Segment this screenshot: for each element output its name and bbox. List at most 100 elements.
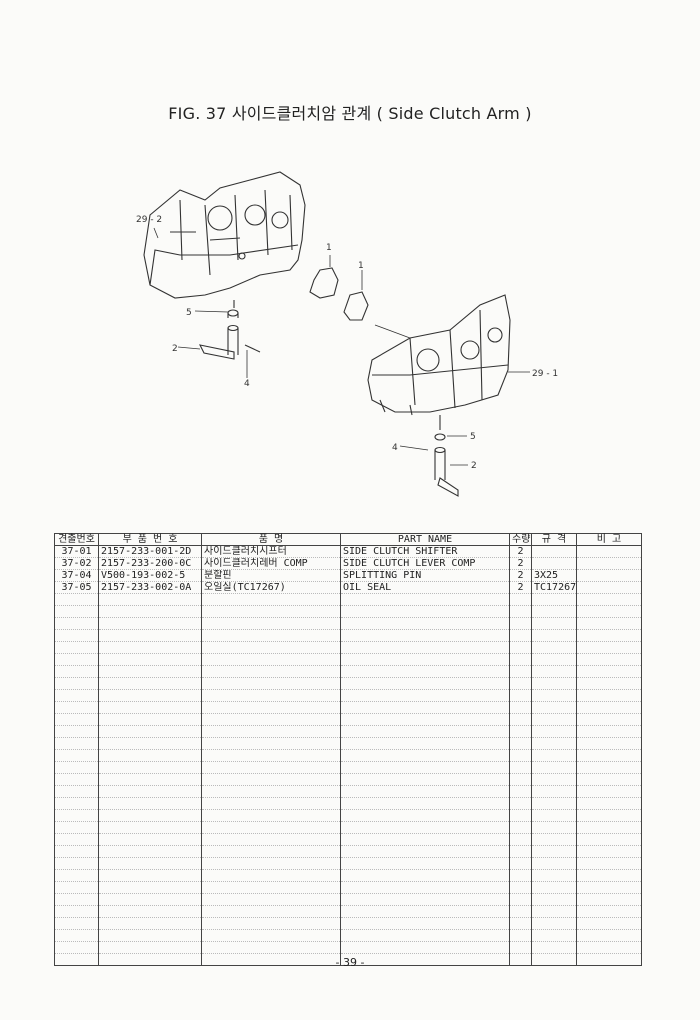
empty-cell bbox=[340, 725, 510, 738]
empty-cell bbox=[531, 749, 577, 762]
table-row-empty bbox=[54, 797, 642, 810]
empty-cell bbox=[531, 629, 577, 642]
housing-lower-right bbox=[367, 294, 511, 416]
lever-upper-left bbox=[199, 300, 261, 360]
table-row-empty bbox=[54, 617, 642, 630]
empty-cell bbox=[509, 593, 532, 606]
empty-cell bbox=[576, 725, 642, 738]
table-row-empty bbox=[54, 713, 642, 726]
empty-cell bbox=[54, 941, 99, 954]
empty-cell bbox=[54, 653, 99, 666]
empty-cell bbox=[340, 773, 510, 786]
empty-cell bbox=[576, 737, 642, 750]
empty-cell bbox=[509, 617, 532, 630]
empty-cell bbox=[98, 689, 202, 702]
empty-cell bbox=[531, 605, 577, 618]
empty-cell bbox=[340, 761, 510, 774]
empty-cell bbox=[509, 701, 532, 714]
empty-cell bbox=[98, 641, 202, 654]
cell-spec bbox=[531, 557, 577, 570]
empty-cell bbox=[576, 689, 642, 702]
empty-cell bbox=[54, 641, 99, 654]
empty-cell bbox=[340, 629, 510, 642]
cell-remark bbox=[576, 569, 642, 582]
table-row-empty bbox=[54, 749, 642, 762]
empty-cell bbox=[98, 701, 202, 714]
empty-cell bbox=[54, 725, 99, 738]
callout-1-upper: 1 bbox=[326, 243, 332, 253]
empty-cell bbox=[98, 941, 202, 954]
empty-cell bbox=[576, 929, 642, 942]
empty-cell bbox=[201, 629, 341, 642]
cell-qty: 2 bbox=[509, 581, 532, 594]
empty-cell bbox=[54, 617, 99, 630]
empty-cell bbox=[98, 893, 202, 906]
empty-cell bbox=[98, 761, 202, 774]
empty-cell bbox=[340, 929, 510, 942]
table-row-empty bbox=[54, 761, 642, 774]
empty-cell bbox=[201, 701, 341, 714]
shifter-parts bbox=[309, 267, 369, 321]
callout-labels: 29 - 2 1 1 5 2 4 29 - 1 4 5 2 bbox=[136, 215, 558, 471]
empty-cell bbox=[531, 701, 577, 714]
empty-cell bbox=[340, 665, 510, 678]
empty-cell bbox=[340, 677, 510, 690]
cell-part-no: 2157-233-002-0A bbox=[98, 581, 202, 594]
callout-4-upper: 4 bbox=[244, 379, 250, 389]
empty-cell bbox=[201, 857, 341, 870]
empty-cell bbox=[576, 653, 642, 666]
empty-cell bbox=[54, 737, 99, 750]
empty-cell bbox=[509, 653, 532, 666]
empty-cell bbox=[576, 773, 642, 786]
empty-cell bbox=[576, 713, 642, 726]
table-row-empty bbox=[54, 929, 642, 942]
empty-cell bbox=[340, 641, 510, 654]
empty-cell bbox=[340, 605, 510, 618]
empty-cell bbox=[531, 797, 577, 810]
callout-1-lower: 1 bbox=[358, 261, 364, 271]
cell-part-no: V500-193-002-5 bbox=[98, 569, 202, 582]
parts-table: 견출번호 부 품 번 호 품 명 PART NAME 수량 규 격 비 고 37… bbox=[54, 533, 642, 966]
empty-cell bbox=[576, 845, 642, 858]
empty-cell bbox=[98, 629, 202, 642]
empty-cell bbox=[531, 761, 577, 774]
cell-name-kr: 오일실(TC17267) bbox=[201, 581, 341, 594]
empty-cell bbox=[509, 845, 532, 858]
cell-spec bbox=[531, 545, 577, 558]
empty-cell bbox=[509, 665, 532, 678]
empty-cell bbox=[509, 749, 532, 762]
empty-cell bbox=[509, 773, 532, 786]
table-row-empty bbox=[54, 629, 642, 642]
table-row-empty bbox=[54, 677, 642, 690]
callout-2-upper: 2 bbox=[172, 344, 178, 354]
empty-cell bbox=[509, 929, 532, 942]
empty-cell bbox=[201, 593, 341, 606]
empty-cell bbox=[509, 629, 532, 642]
empty-cell bbox=[98, 785, 202, 798]
empty-cell bbox=[340, 797, 510, 810]
empty-cell bbox=[340, 941, 510, 954]
empty-cell bbox=[531, 677, 577, 690]
table-row-empty bbox=[54, 653, 642, 666]
empty-cell bbox=[54, 713, 99, 726]
empty-cell bbox=[98, 713, 202, 726]
empty-cell bbox=[54, 821, 99, 834]
cell-part-name: SPLITTING PIN bbox=[340, 569, 510, 582]
table-header-row: 견출번호 부 품 번 호 품 명 PART NAME 수량 규 격 비 고 bbox=[54, 533, 642, 546]
empty-cell bbox=[509, 821, 532, 834]
table-row-empty bbox=[54, 917, 642, 930]
empty-cell bbox=[340, 689, 510, 702]
table-row-empty bbox=[54, 725, 642, 738]
table-row-empty bbox=[54, 893, 642, 906]
empty-cell bbox=[531, 617, 577, 630]
empty-cell bbox=[201, 893, 341, 906]
cell-no: 37-02 bbox=[54, 557, 99, 570]
empty-cell bbox=[531, 941, 577, 954]
empty-cell bbox=[509, 737, 532, 750]
column-header: PART NAME bbox=[340, 533, 510, 546]
cell-remark bbox=[576, 581, 642, 594]
empty-cell bbox=[531, 881, 577, 894]
empty-cell bbox=[201, 665, 341, 678]
column-header: 부 품 번 호 bbox=[98, 533, 202, 546]
